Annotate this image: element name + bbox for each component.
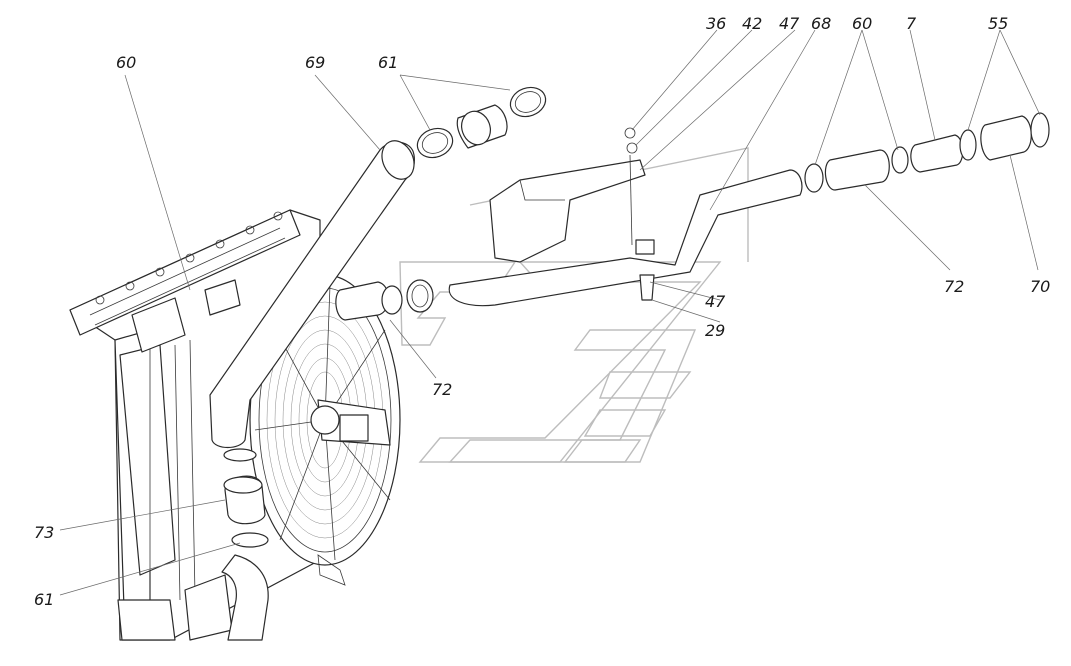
callout-61-top: 61 — [378, 53, 398, 72]
callout-68: 68 — [811, 14, 831, 33]
callout-labels: 60 69 61 36 42 47 68 60 7 55 72 70 47 29… — [34, 14, 1050, 609]
callout-69: 69 — [305, 53, 325, 72]
clamps-61-top — [416, 86, 547, 159]
callout-70: 70 — [1030, 277, 1050, 296]
air-duct-housing — [489, 159, 646, 263]
callout-36: 36 — [706, 14, 726, 33]
callout-7: 7 — [906, 14, 917, 33]
pipe-69 — [209, 140, 415, 449]
callout-55: 55 — [988, 14, 1008, 33]
callout-29: 29 — [705, 321, 725, 340]
leader-lines — [59, 29, 1041, 596]
callout-72-center: 72 — [432, 380, 452, 399]
callout-73: 73 — [34, 523, 54, 542]
callout-61-bottom: 61 — [34, 590, 54, 609]
sleeve-73-clamp-61 — [223, 448, 269, 548]
callout-60-right: 60 — [852, 14, 872, 33]
callout-42: 42 — [742, 14, 762, 33]
callout-60-left: 60 — [116, 53, 136, 72]
callout-47-bottom: 47 — [705, 292, 726, 311]
callout-47-top: 47 — [779, 14, 800, 33]
right-coupling-parts — [804, 112, 1050, 193]
callout-72-right: 72 — [944, 277, 964, 296]
